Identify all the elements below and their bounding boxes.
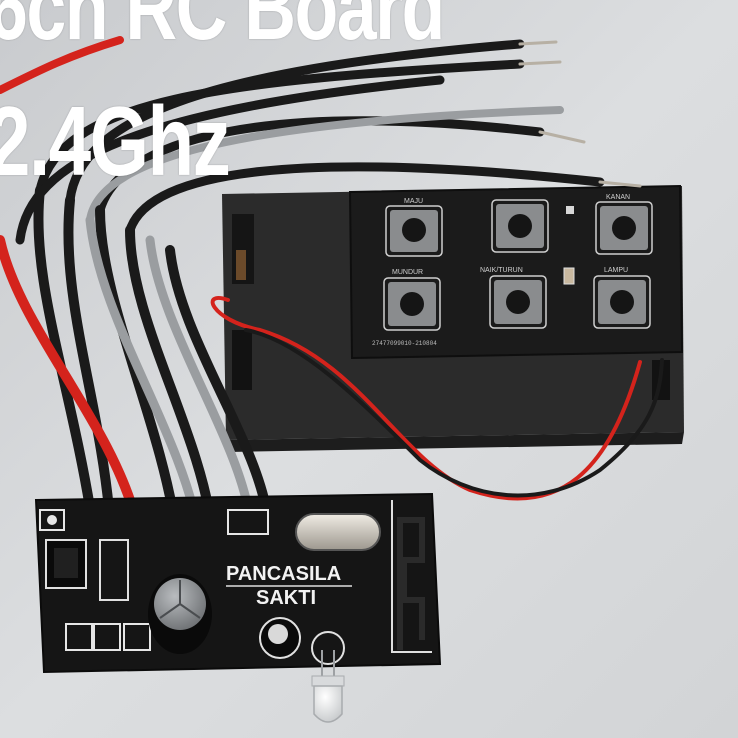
wire-bundle <box>0 36 664 645</box>
pcb-label-line-1: PANCASILA <box>226 563 341 585</box>
electrolytic-capacitor <box>148 574 212 654</box>
led-component <box>311 650 345 723</box>
status-led <box>563 267 575 285</box>
button-label-3: KANAN <box>606 194 630 201</box>
tactile-button-5: NAIK/TURUN <box>480 267 547 329</box>
tactile-button-4: MUNDUR <box>383 269 441 331</box>
crystal-oscillator <box>295 513 381 551</box>
tactile-button-6: LAMPU <box>593 267 651 329</box>
overlay-title-line-1: 6ch RC Board <box>0 0 445 59</box>
button-label-4: MUNDUR <box>392 269 423 276</box>
pcb-label-line-2: SAKTI <box>256 587 316 609</box>
button-label-6: LAMPU <box>604 267 628 274</box>
button-label-1: MAJU <box>404 198 423 205</box>
tactile-button-2 <box>491 199 549 253</box>
tactile-button-3: KANAN <box>595 194 653 255</box>
pcb-antenna-trace <box>397 517 425 650</box>
overlay-title-line-2: 2.4Ghz <box>0 86 231 196</box>
remote-pcb: MAJU KANAN MUNDUR NAIK/TURUN <box>348 184 684 360</box>
remote-serial-text: 27477099010-210804 <box>372 340 437 347</box>
receiver-pcb: PANCASILA SAKTI <box>34 492 442 674</box>
button-label-5: NAIK/TURUN <box>480 267 523 274</box>
tactile-button-1: MAJU <box>385 198 443 257</box>
